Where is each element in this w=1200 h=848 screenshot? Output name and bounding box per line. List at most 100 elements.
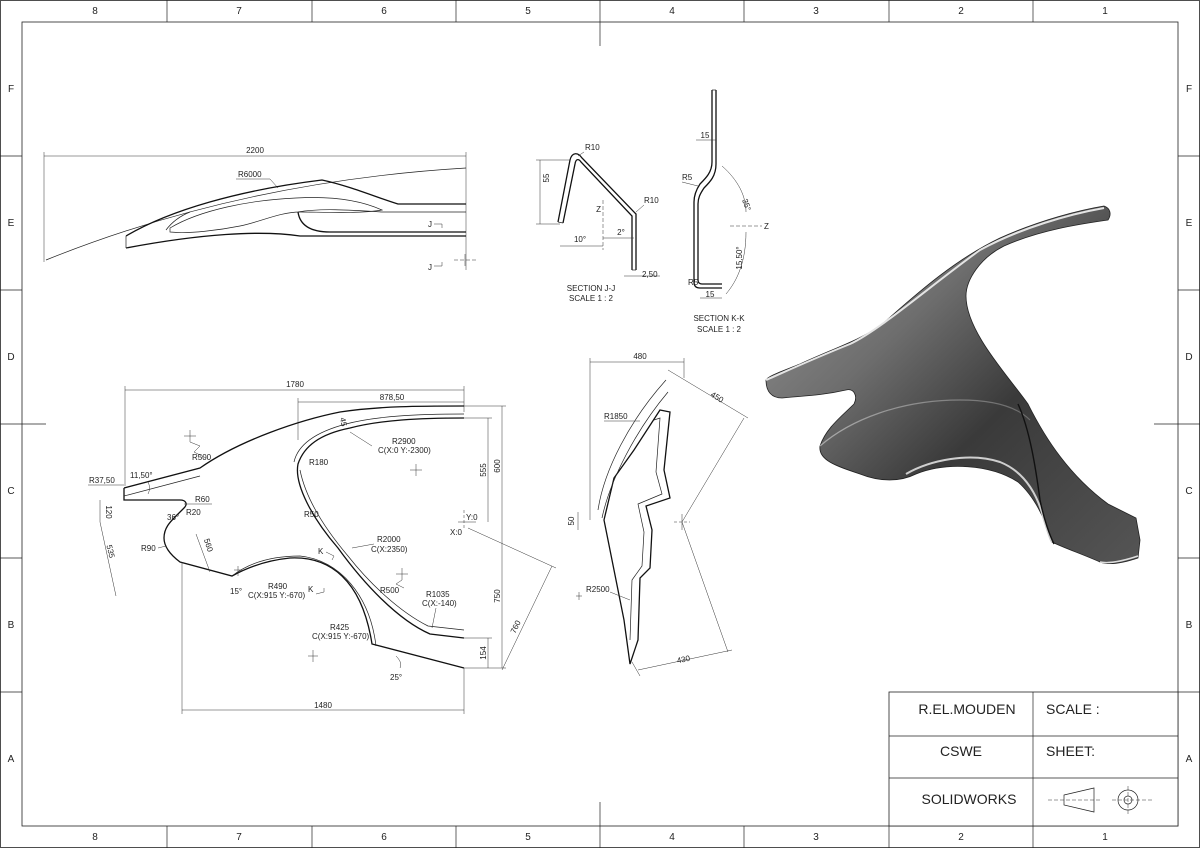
label-c-915-670-a: C(X:915 Y:-670) — [248, 591, 306, 600]
dim-1480: 1480 — [314, 701, 332, 710]
dim-45: 45 — [338, 417, 349, 428]
label-r2500: R2500 — [586, 585, 610, 594]
angle-2: 2° — [617, 228, 625, 237]
dim-50: 50 — [567, 516, 576, 525]
section-mark-k-2: K — [308, 585, 314, 594]
zone-labels-left: F E D C B A — [7, 84, 14, 765]
section-jj-scale: SCALE 1 : 2 — [569, 294, 614, 303]
side-view: 1780 878,50 45 R2900 C(X:0 Y:-2300) R180… — [88, 380, 557, 714]
zone-col-5: 5 — [525, 6, 531, 17]
label-r500-bottom: R500 — [380, 586, 400, 595]
zone-col-6-bottom: 6 — [381, 832, 387, 843]
dim-55: 55 — [542, 173, 551, 182]
label-c-915-670-b: C(X:915 Y:-670) — [312, 632, 370, 641]
zone-col-6: 6 — [381, 6, 387, 17]
dim-878-50: 878,50 — [380, 393, 405, 402]
zone-col-7-bottom: 7 — [236, 832, 242, 843]
zone-col-3-bottom: 3 — [813, 832, 819, 843]
zone-row-c-right: C — [1185, 486, 1192, 497]
label-r2000: R2000 — [377, 535, 401, 544]
axis-z-jj: Z — [596, 205, 601, 214]
zone-col-3: 3 — [813, 6, 819, 17]
label-y0: Y:0 — [466, 513, 478, 522]
dim-480: 480 — [633, 352, 647, 361]
dim-120: 120 — [104, 505, 113, 519]
title-software: SOLIDWORKS — [922, 791, 1017, 807]
section-kk-scale: SCALE 1 : 2 — [697, 325, 742, 334]
projection-symbol-icon — [1048, 786, 1152, 814]
section-mark-k-1: K — [318, 547, 324, 556]
zone-labels-right: F E D C B A — [1185, 84, 1192, 765]
zone-row-d: D — [7, 352, 14, 363]
zone-row-e-right: E — [1186, 218, 1193, 229]
label-r20: R20 — [186, 508, 201, 517]
label-r6000: R6000 — [238, 170, 262, 179]
angle-35: 35° — [740, 198, 753, 212]
label-r490: R490 — [268, 582, 288, 591]
label-r37-50: R37,50 — [89, 476, 115, 485]
zone-row-b: B — [8, 620, 15, 631]
axis-z-kk: Z — [764, 222, 769, 231]
title-block: R.EL.MOUDEN SCALE : CSWE SHEET: SOLIDWOR… — [888, 691, 1179, 827]
label-r10-right: R10 — [644, 196, 659, 205]
zone-col-4: 4 — [669, 6, 675, 17]
label-c-140: C(X:-140) — [422, 599, 457, 608]
section-mark-j-bottom: J — [428, 263, 432, 272]
zone-col-8: 8 — [92, 6, 98, 17]
zone-row-c: C — [7, 486, 14, 497]
dim-600: 600 — [493, 459, 502, 473]
label-r5-lower: R5 — [688, 278, 699, 287]
label-c-2900: C(X:0 Y:-2300) — [378, 446, 431, 455]
section-kk-title: SECTION K-K — [693, 314, 745, 323]
dim-555: 555 — [479, 463, 488, 477]
zone-col-1: 1 — [1102, 6, 1108, 17]
zone-col-2-bottom: 2 — [958, 832, 964, 843]
section-mark-j-top: J — [428, 220, 432, 229]
angle-11-50: 11,50° — [130, 471, 153, 480]
dim-2200: 2200 — [246, 146, 264, 155]
dim-154: 154 — [479, 646, 488, 660]
label-r500-top: R500 — [192, 453, 212, 462]
section-kk: 15 R5 35° Z 15,50° R5 15 SECTION K-K SCA… — [681, 89, 769, 334]
rear-view: 480 450 R1850 50 R2500 430 — [567, 352, 749, 677]
title-author: R.EL.MOUDEN — [918, 701, 1015, 717]
isometric-render — [765, 205, 1141, 565]
zone-col-8-bottom: 8 — [92, 832, 98, 843]
zone-col-5-bottom: 5 — [525, 832, 531, 843]
zone-row-b-right: B — [1186, 620, 1193, 631]
dim-15-top: 15 — [701, 131, 710, 140]
zone-col-2: 2 — [958, 6, 964, 17]
top-view: 2200 R6000 J J — [43, 146, 476, 272]
section-jj: 55 R10 R10 Z 10° 2° 2,50 SECTION J-J SCA… — [536, 143, 660, 303]
label-r180: R180 — [309, 458, 329, 467]
title-scale-label: SCALE : — [1046, 701, 1100, 717]
dim-1780: 1780 — [286, 380, 304, 389]
angle-15-50: 15,50° — [735, 246, 744, 269]
label-c-2350: C(X:2350) — [371, 545, 408, 554]
zone-row-a: A — [8, 754, 15, 765]
zone-col-4-bottom: 4 — [669, 832, 675, 843]
title-sheet-label: SHEET: — [1046, 743, 1095, 759]
dim-15-bottom: 15 — [706, 290, 715, 299]
dim-750: 750 — [493, 589, 502, 603]
zone-row-d-right: D — [1185, 352, 1192, 363]
dim-2-50: 2,50 — [642, 270, 658, 279]
label-r10-top: R10 — [585, 143, 600, 152]
zone-row-f: F — [8, 84, 14, 95]
zone-row-e: E — [8, 218, 15, 229]
label-r1850: R1850 — [604, 412, 628, 421]
dim-430: 430 — [676, 654, 691, 666]
angle-25: 25° — [390, 673, 402, 682]
zone-row-f-right: F — [1186, 84, 1192, 95]
angle-15: 15° — [230, 587, 242, 596]
zone-labels-top: 8 7 6 5 4 3 2 1 — [92, 6, 1108, 17]
section-jj-title: SECTION J-J — [567, 284, 615, 293]
angle-36: 36° — [167, 513, 179, 522]
zone-col-1-bottom: 1 — [1102, 832, 1108, 843]
zone-row-a-right: A — [1186, 754, 1193, 765]
label-r5-upper: R5 — [682, 173, 693, 182]
dim-535: 535 — [104, 544, 116, 560]
label-r2900: R2900 — [392, 437, 416, 446]
label-r90: R90 — [141, 544, 156, 553]
